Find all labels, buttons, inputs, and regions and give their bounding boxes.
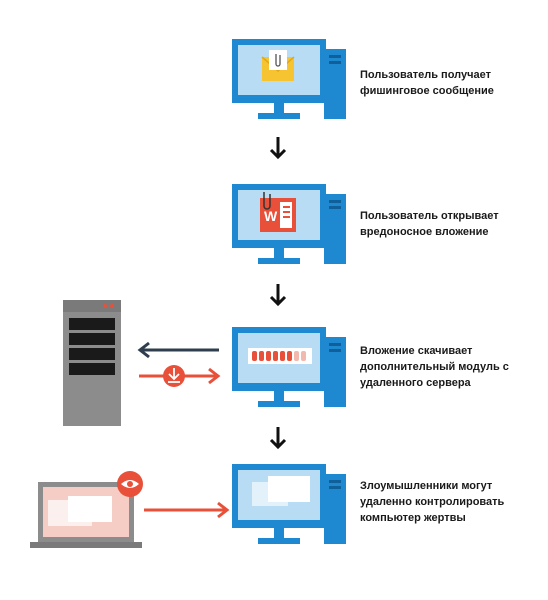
- caption-line: вредоносное вложение: [360, 226, 489, 238]
- desktop-computer-icon: [232, 39, 346, 119]
- step-caption: Пользователь открывает вредоносное вложе…: [360, 208, 540, 240]
- step-phishing-message: Пользователь получает фишинговое сообщен…: [0, 35, 548, 155]
- caption-line: Пользователь получает: [360, 69, 491, 81]
- eye-icon: [117, 471, 143, 497]
- down-arrow-icon: [269, 284, 287, 307]
- desktop-computer-icon: [232, 464, 346, 544]
- caption-line: дополнительный модуль с: [360, 361, 509, 373]
- caption-line: Вложение скачивает: [360, 345, 473, 357]
- down-arrow-icon: [269, 137, 287, 160]
- download-progress-icon: [248, 348, 312, 364]
- step-caption: Злоумышленники могут удаленно контролиро…: [360, 478, 540, 526]
- caption-line: компьютер жертвы: [360, 512, 466, 524]
- step-remote-control: Злоумышленники могут удаленно контролиро…: [0, 460, 548, 580]
- envelope-attachment-icon: [261, 50, 295, 81]
- desktop-computer-icon: W: [232, 184, 346, 264]
- server-tower-icon: [63, 300, 121, 426]
- desktop-computer-icon: [232, 327, 346, 407]
- step-caption: Пользователь получает фишинговое сообщен…: [360, 67, 540, 99]
- svg-text:W: W: [264, 208, 278, 224]
- caption-line: Злоумышленники могут: [360, 480, 493, 492]
- word-document-icon: W: [260, 192, 296, 232]
- step-open-attachment: W Пользователь открывает вредоносное вло…: [0, 180, 548, 300]
- caption-line: удаленного сервера: [360, 377, 471, 389]
- caption-line: фишинговое сообщение: [360, 85, 494, 97]
- step-caption: Вложение скачивает дополнительный модуль…: [360, 343, 540, 391]
- caption-line: удаленно контролировать: [360, 496, 505, 508]
- laptop-icon: [30, 471, 230, 548]
- request-arrow-icon: [137, 341, 219, 359]
- caption-line: Пользователь открывает: [360, 210, 499, 222]
- step-download-module: Вложение скачивает дополнительный модуль…: [0, 323, 548, 443]
- data-flow-arrows: [137, 341, 221, 387]
- control-arrow-icon: [144, 501, 230, 519]
- download-icon: [163, 365, 185, 387]
- down-arrow-icon: [269, 427, 287, 450]
